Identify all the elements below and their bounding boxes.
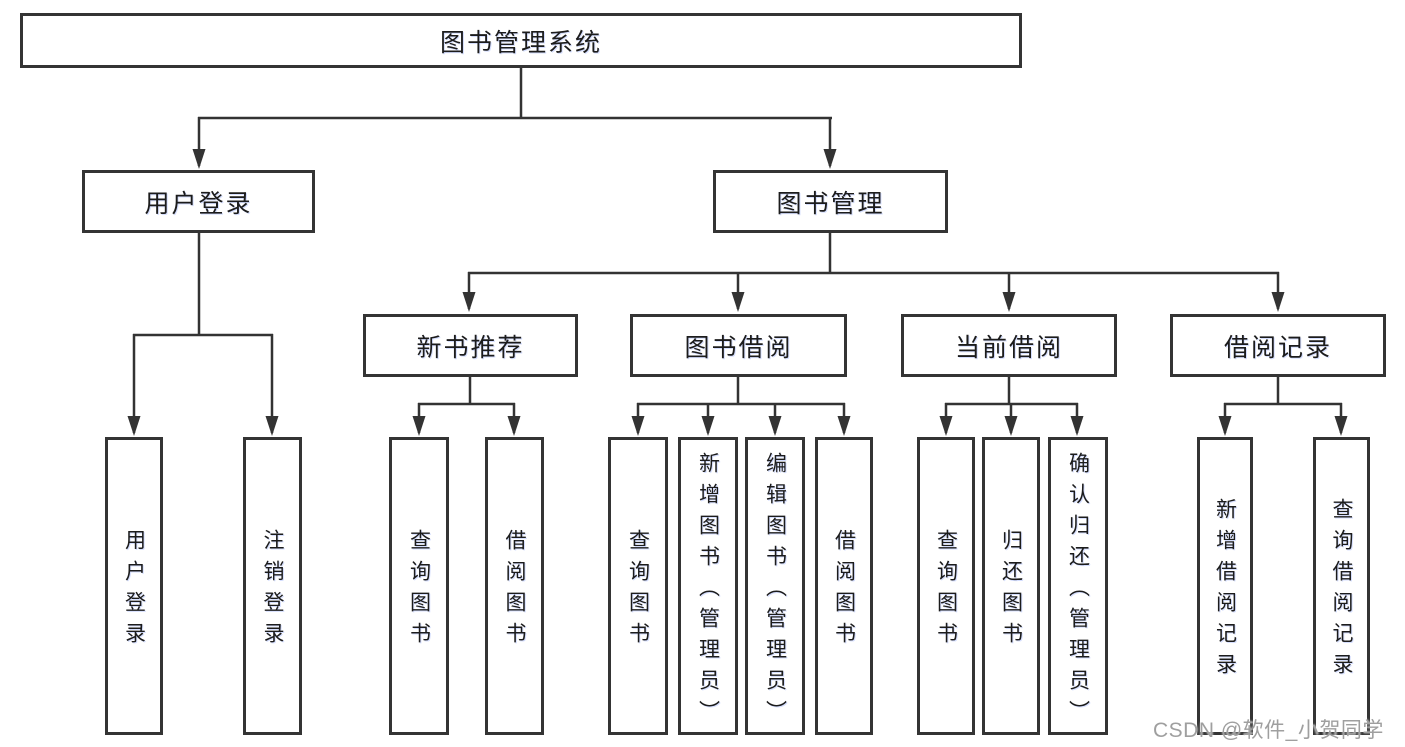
leaf-query-books-current: 查询图书 xyxy=(917,437,975,735)
node-label: 编辑图书（管理员） xyxy=(763,451,787,731)
csdn-watermark: CSDN @软件_小贺同学 xyxy=(1153,719,1384,742)
node-label: 借阅图书 xyxy=(503,529,526,653)
node-label: 查询图书 xyxy=(626,529,650,653)
node-label: 用户登录 xyxy=(144,189,253,218)
node-label: 图书借阅 xyxy=(684,333,793,362)
leaf-query-books-recommend: 查询图书 xyxy=(389,437,449,735)
node-label: 当前借阅 xyxy=(954,333,1063,362)
node-label: 查询借阅记录 xyxy=(1330,498,1353,684)
node-borrow-records: 借阅记录 xyxy=(1170,314,1386,377)
node-label: 新增借阅记录 xyxy=(1213,498,1237,684)
leaf-edit-books-admin: 编辑图书（管理员） xyxy=(745,437,805,735)
node-book-borrow: 图书借阅 xyxy=(630,314,847,377)
leaf-user-login: 用户登录 xyxy=(105,437,163,735)
leaf-query-books-borrow: 查询图书 xyxy=(608,437,668,735)
node-label: 归还图书 xyxy=(999,529,1023,653)
leaf-borrow-books: 借阅图书 xyxy=(815,437,873,735)
leaf-logout: 注销登录 xyxy=(243,437,302,735)
node-book-management: 图书管理 xyxy=(713,170,948,233)
node-label: 图书管理系统 xyxy=(439,28,602,57)
node-label: 确认归还（管理员） xyxy=(1066,451,1090,731)
leaf-return-books: 归还图书 xyxy=(982,437,1040,735)
node-user-login: 用户登录 xyxy=(82,170,315,233)
node-label: 借阅图书 xyxy=(832,529,856,653)
leaf-borrow-books-recommend: 借阅图书 xyxy=(485,437,544,735)
node-library-management-system: 图书管理系统 xyxy=(20,13,1022,68)
node-label: 借阅记录 xyxy=(1223,333,1332,362)
leaf-query-borrow-record: 查询借阅记录 xyxy=(1313,437,1370,735)
leaf-add-borrow-record: 新增借阅记录 xyxy=(1197,437,1253,735)
node-label: 注销登录 xyxy=(261,529,284,653)
node-label: 查询图书 xyxy=(934,529,958,653)
node-label: 查询图书 xyxy=(407,529,431,653)
node-current-borrow: 当前借阅 xyxy=(901,314,1117,377)
node-label: 新书推荐 xyxy=(416,333,525,362)
node-label: 图书管理 xyxy=(776,189,885,218)
node-label: 新增图书（管理员） xyxy=(696,451,720,731)
node-new-book-recommend: 新书推荐 xyxy=(363,314,578,377)
node-label: 用户登录 xyxy=(122,529,146,653)
leaf-confirm-return-admin: 确认归还（管理员） xyxy=(1048,437,1108,735)
leaf-add-books-admin: 新增图书（管理员） xyxy=(678,437,738,735)
